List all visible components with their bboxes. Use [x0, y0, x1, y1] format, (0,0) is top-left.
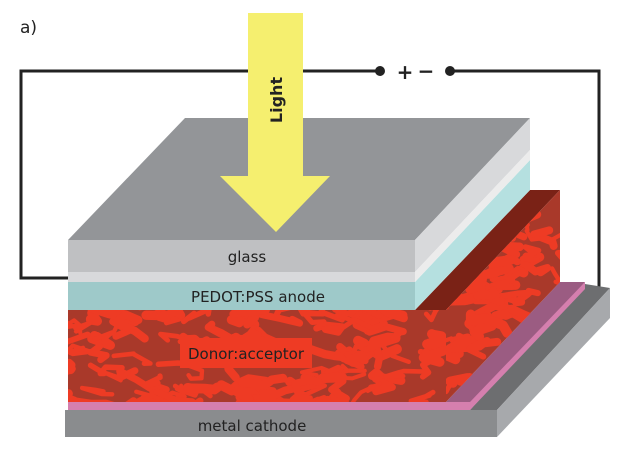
morphology-domain — [343, 350, 369, 370]
panel-label: a) — [20, 18, 37, 38]
donor-acceptor-layer — [68, 190, 601, 402]
morphology-domain — [112, 310, 149, 343]
morphology-domain — [418, 346, 446, 367]
morphology-domain — [423, 310, 440, 323]
morphology-domain — [101, 370, 131, 383]
interlayer — [68, 282, 585, 410]
morphology-domain — [519, 244, 542, 263]
morphology-domain — [142, 373, 163, 388]
plus-sign: + — [397, 60, 414, 84]
morphology-domain — [362, 310, 386, 319]
morphology-domain — [465, 272, 488, 294]
morphology-domain — [524, 228, 560, 243]
morphology-domain — [497, 290, 532, 307]
morphology-domain — [134, 389, 187, 402]
anode-layer — [68, 160, 530, 310]
morphology-domain — [240, 310, 259, 329]
morphology-domain — [321, 317, 388, 332]
metal-cathode-layer — [65, 284, 610, 437]
wire-left — [19, 69, 380, 280]
morphology-domain — [87, 330, 116, 350]
morphology-domain — [563, 213, 601, 227]
external-circuit — [19, 69, 601, 288]
morphology-domain — [68, 389, 73, 399]
morphology-domain — [366, 332, 401, 352]
morphology-domain — [182, 382, 223, 395]
wire-right — [450, 69, 601, 288]
morphology-domain — [68, 343, 94, 356]
morphology-domain — [68, 320, 93, 334]
morphology-domain — [111, 351, 153, 366]
morphology-domain — [367, 375, 396, 396]
morphology-domain — [324, 377, 350, 402]
morphology-domain — [350, 381, 382, 402]
morphology-domain — [549, 266, 560, 289]
anode-label: PEDOT:PSS anode — [191, 288, 325, 306]
morphology-domain — [446, 335, 489, 353]
morphology-domain — [68, 391, 79, 402]
light-label: Light — [267, 77, 286, 124]
morphology-domain — [489, 267, 527, 291]
morphology-domain — [87, 362, 125, 377]
morphology-domain — [153, 388, 204, 402]
morphology-domain — [92, 325, 119, 342]
morphology-domain — [554, 239, 560, 263]
morphology-domain — [301, 310, 327, 325]
morphology-domain — [155, 310, 186, 324]
cathode-label: metal cathode — [198, 417, 307, 435]
morphology-domain — [181, 310, 212, 325]
morphology-domain — [130, 393, 168, 402]
morphology-domain — [498, 287, 541, 300]
morphology-domain — [446, 347, 464, 365]
morphology-domain — [87, 310, 127, 322]
morphology-domain — [465, 309, 513, 338]
morphology-domain — [184, 362, 205, 381]
morphology-domain — [315, 396, 350, 402]
morphology-domain — [258, 383, 302, 402]
morphology-domain — [299, 365, 344, 378]
minus-sign: − — [418, 59, 435, 83]
terminal-negative — [445, 66, 455, 76]
active-layer-label: Donor:acceptor — [188, 345, 305, 363]
morphology-domain — [68, 320, 70, 327]
morphology-domain — [68, 331, 91, 357]
morphology-domain — [291, 373, 323, 396]
morphology-domain — [368, 368, 406, 385]
light-arrow: Light — [220, 13, 330, 232]
morphology-domain — [424, 329, 446, 354]
morphology-domain — [379, 310, 408, 323]
morphology-domain — [366, 323, 407, 342]
morphology-domain — [466, 336, 502, 353]
morphology-domain — [229, 310, 270, 319]
morphology-domain — [383, 368, 426, 379]
terminal-positive — [375, 66, 385, 76]
morphology-domain — [446, 373, 473, 395]
glass-label: glass — [228, 248, 267, 266]
morphology-domain — [350, 341, 370, 355]
morphology-domain — [68, 358, 76, 375]
morphology-domain — [237, 373, 288, 393]
morphology-domain — [488, 255, 521, 269]
morphology-domain — [274, 310, 307, 317]
morphology-domain — [318, 310, 345, 323]
morphology-domain — [334, 311, 374, 325]
morphology-domain — [473, 286, 501, 300]
morphology-domain — [408, 389, 436, 402]
morphology-domain — [79, 385, 115, 397]
